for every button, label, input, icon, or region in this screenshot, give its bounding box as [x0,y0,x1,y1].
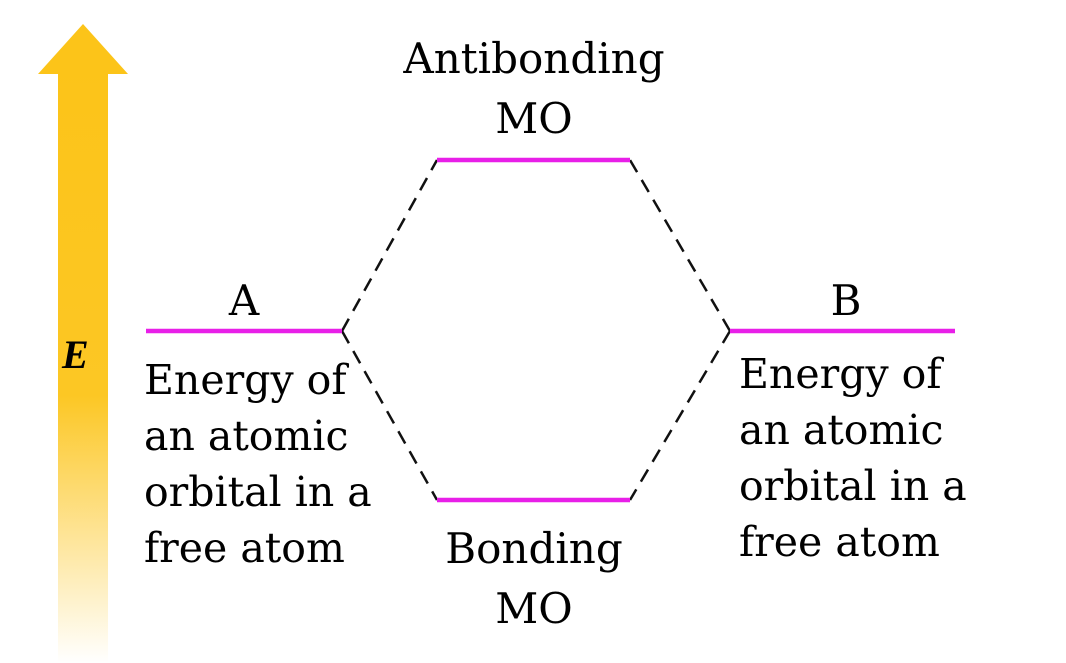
connector-b-to-bonding [628,330,732,501]
atom-a-description-line: Energy of [144,356,347,404]
connector-b-to-antibonding [628,159,732,332]
energy-levels [146,157,955,503]
energy-arrow-shaft [58,70,108,663]
energy-axis-arrow [38,24,128,663]
antibonding-label-line1: Antibonding [403,34,665,83]
energy-axis-label: E [62,332,89,377]
antibonding-label-line2: MO [495,94,573,143]
energy-arrow-head [38,24,128,74]
atom-a-description-line: orbital in a [144,468,372,516]
atom-b-description-line: Energy of [739,350,942,398]
atom-a-description-line: an atomic [144,412,349,460]
connector-a-to-bonding [340,330,439,501]
atom-a-description-line: free atom [144,524,345,572]
atom-b-description-line: orbital in a [739,462,967,510]
connector-a-to-antibonding [340,159,439,332]
atom-a-description: Energy of an atomic orbital in a free at… [144,352,372,576]
atom-b-description-line: free atom [739,518,940,566]
bonding-label-line1: Bonding [445,524,623,573]
connector-lines [340,159,732,501]
atom-b-description: Energy of an atomic orbital in a free at… [739,346,967,570]
atom-b-label: B [830,276,862,325]
atom-a-label: A [228,276,260,325]
atom-b-description-line: an atomic [739,406,944,454]
bonding-label-line2: MO [495,584,573,633]
